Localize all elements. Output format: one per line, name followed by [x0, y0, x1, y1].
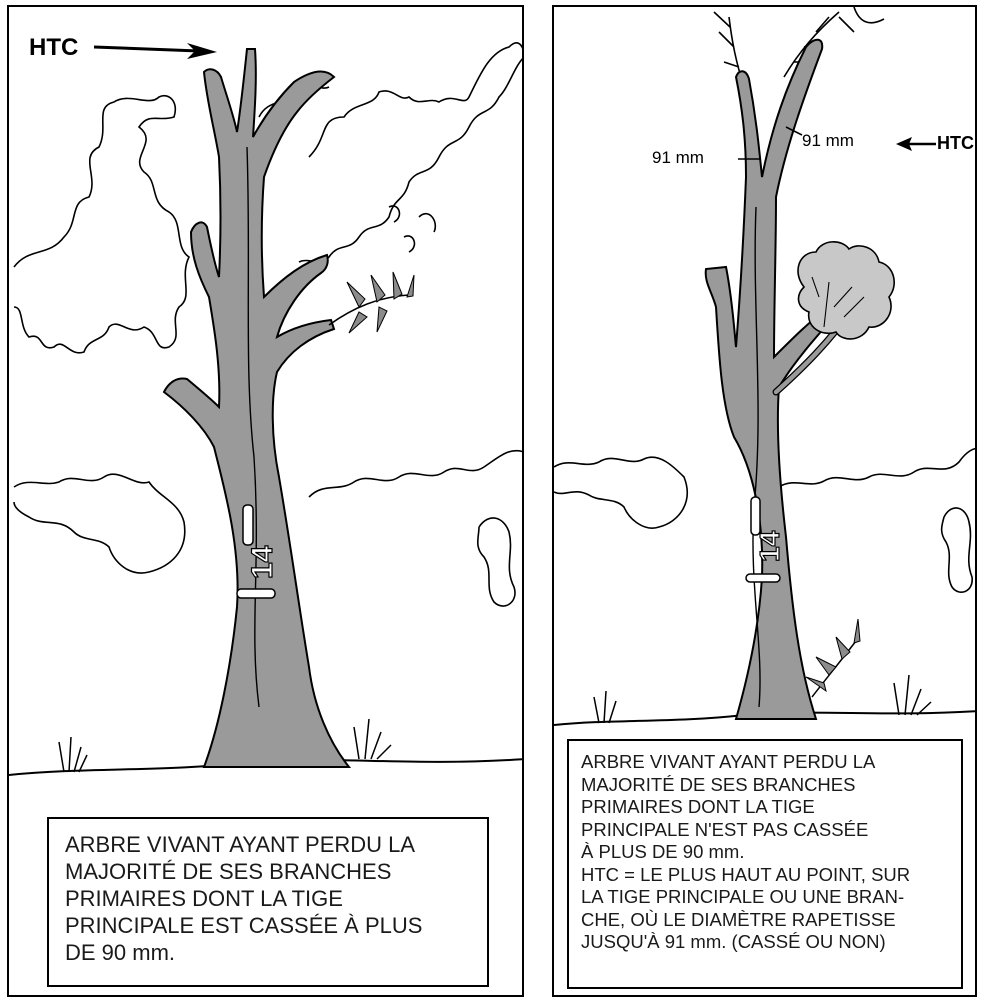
right-caption-line: HTC = LE PLUS HAUT AU POINT, SUR — [581, 863, 911, 885]
right-measure-right-pointer — [785, 126, 803, 136]
right-caption-line: PRINCIPALE N'EST PAS CASSÉE — [581, 818, 869, 840]
left-background-foliage — [13, 42, 522, 607]
right-measure-right-label: 91 mm — [802, 131, 854, 150]
right-crown-branches — [811, 276, 865, 328]
right-tag-number: 14 — [754, 530, 785, 562]
left-tree-drawing: 14 — [9, 42, 522, 776]
right-background-foliage — [554, 447, 975, 593]
right-illustration-panel: 14 91 mm 91 mm HTC ARBRE VIVANT AYANT PE… — [552, 5, 977, 997]
right-caption-line: LA TIGE PRINCIPALE OU UNE BRAN- — [581, 886, 905, 907]
left-caption-line: DE 90 mm. — [65, 940, 176, 965]
right-tree-tag: 14 — [745, 496, 786, 583]
right-tree-drawing: 14 — [554, 7, 975, 726]
right-caption-line: MAJORITÉ DE SES BRANCHES — [581, 773, 856, 795]
left-tree-tag: 14 — [236, 504, 280, 599]
left-tag-number: 14 — [246, 545, 279, 579]
left-htc-arrow — [93, 43, 217, 59]
right-caption-box: ARBRE VIVANT AYANT PERDU LA MAJORITÉ DE … — [567, 739, 963, 989]
left-htc-label: HTC — [29, 34, 79, 61]
left-caption-line: PRINCIPALE EST CASSÉE À PLUS — [65, 913, 423, 938]
left-caption-box: ARBRE VIVANT AYANT PERDU LA MAJORITÉ DE … — [47, 817, 489, 987]
right-htc-label: HTC — [937, 133, 974, 153]
left-caption-line: ARBRE VIVANT AYANT PERDU LA — [65, 832, 416, 857]
left-trunk — [162, 48, 352, 768]
right-caption-line: À PLUS DE 90 mm. — [581, 841, 745, 862]
right-caption-line: CHE, OÙ LE DIAMÈTRE RAPETISSE — [581, 908, 896, 930]
right-caption-line: PRIMAIRES DONT LA TIGE — [581, 796, 815, 817]
right-caption-line: JUSQU'À 91 mm. (CASSÉ OU NON) — [581, 931, 886, 952]
right-grass — [593, 674, 932, 724]
right-trunk — [704, 38, 836, 720]
right-small-crown — [797, 241, 895, 340]
left-caption-line: MAJORITÉ DE SES BRANCHES — [65, 859, 392, 884]
right-htc-arrow — [896, 137, 936, 151]
left-grass — [58, 718, 392, 773]
left-caption-line: PRIMAIRES DONT LA TIGE — [65, 886, 343, 911]
left-illustration-panel: 14 HTC ARBRE VIVANT AYANT PERDU LA MAJOR… — [7, 5, 524, 997]
left-leafy-branch — [328, 271, 415, 334]
left-bark-line — [246, 146, 260, 708]
right-caption-line: ARBRE VIVANT AYANT PERDU LA — [581, 751, 876, 772]
right-leafy-plant — [805, 618, 861, 698]
right-measure-left-label: 91 mm — [652, 148, 704, 167]
